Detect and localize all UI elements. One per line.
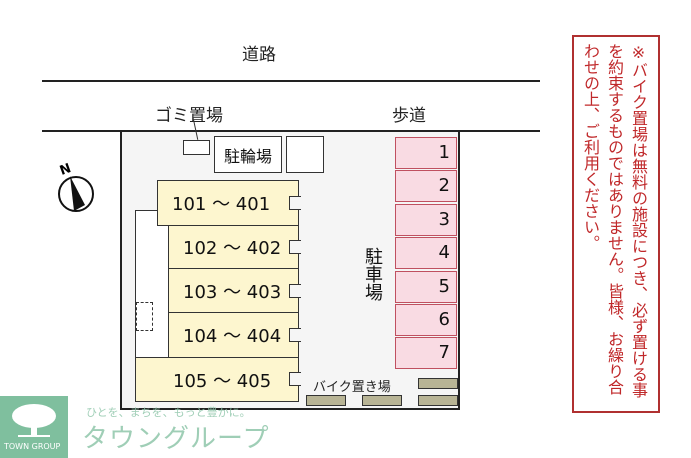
building-notch (289, 240, 301, 254)
bike-slot (418, 378, 458, 389)
logo-text: TOWN GROUP (4, 442, 61, 451)
unit-label: 105 ～ 405 (173, 370, 272, 392)
sidewalk-label: 歩道 (392, 106, 426, 126)
unit-label: 101 ～ 401 (172, 194, 271, 215)
brand-name: タウングループ (82, 424, 270, 454)
bike-slot (306, 395, 346, 406)
sidewalk-line-left (42, 130, 120, 132)
building-unit-row-4: 104 ～ 404 (168, 312, 299, 358)
parking-space-4: 4 (395, 237, 457, 269)
building-unit-row-2: 102 ～ 402 (168, 225, 299, 269)
road-label: 道路 (242, 45, 276, 65)
parking-space-7: 7 (395, 337, 457, 369)
parking-label: 駐車場 (362, 247, 383, 301)
parking-space-6: 6 (395, 304, 457, 336)
dashed-area (136, 302, 153, 331)
building-notch (289, 196, 301, 210)
road-edge-line (42, 80, 540, 82)
compass-north-icon: N (54, 160, 100, 216)
building-notch (289, 372, 301, 386)
bike-parking-notice: ※バイク置場は無料の施設につき、必ず置ける事を約束するものではありません。皆様、… (572, 35, 660, 413)
building-notch (289, 284, 301, 298)
svg-text:N: N (58, 161, 73, 179)
building-notch (289, 328, 301, 342)
unit-label: 103 ～ 403 (183, 281, 282, 303)
unit-label: 102 ～ 402 (183, 238, 282, 259)
parking-space-3: 3 (395, 204, 457, 236)
notice-text: ※バイク置場は無料の施設につき、必ず置ける事を約束するものではありません。皆様、… (581, 43, 648, 398)
utility-box (286, 136, 324, 173)
building-unit-row-3: 103 ～ 403 (168, 268, 299, 313)
sidewalk-line-right (460, 130, 540, 132)
bicycle-parking: 駐輪場 (214, 136, 282, 173)
garbage-area (183, 140, 210, 155)
brand-tagline: ひとを、まちを、もっと豊かに。 (86, 406, 251, 419)
unit-label: 104 ～ 404 (183, 326, 282, 347)
bike-slot (418, 395, 458, 406)
bicycle-parking-label: 駐輪場 (223, 146, 272, 166)
garbage-area-label: ゴミ置場 (155, 106, 223, 126)
bike-slot (362, 395, 402, 406)
tree-icon (12, 404, 56, 437)
parking-space-5: 5 (395, 271, 457, 303)
stairwell (135, 210, 169, 360)
building-unit-row-1: 101 ～ 401 (157, 180, 299, 226)
parking-space-2: 2 (395, 170, 457, 202)
bike-parking-label: バイク置き場 (313, 380, 391, 395)
parking-space-1: 1 (395, 137, 457, 169)
building-unit-row-5: 105 ～ 405 (135, 357, 299, 402)
town-group-logo: TOWN GROUP (0, 396, 68, 458)
